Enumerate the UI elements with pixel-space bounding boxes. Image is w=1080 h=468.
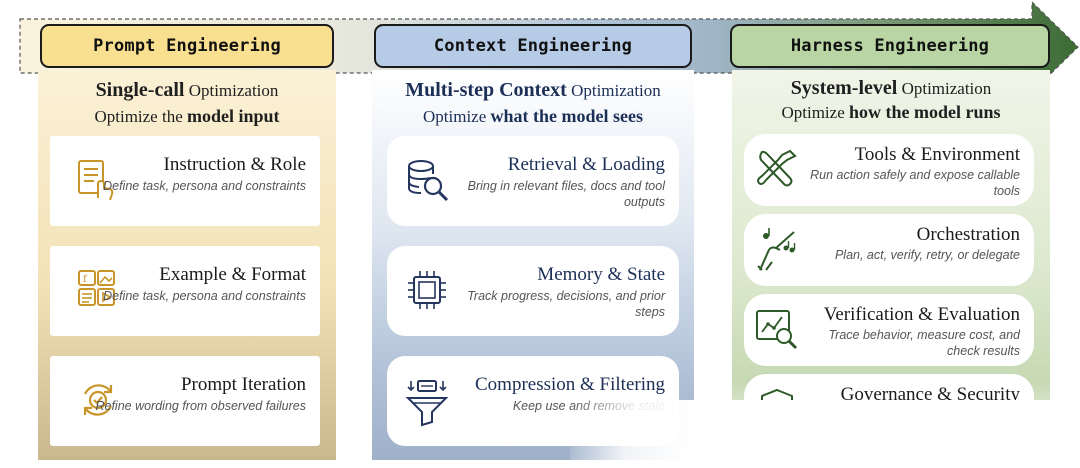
card-memory-state: Memory & State Track progress, decisions… — [387, 246, 679, 336]
card-verification-evaluation: Verification & Evaluation Trace behavior… — [744, 294, 1034, 366]
column-subheading: Optimize the model input — [38, 104, 336, 130]
card-description: Run action safely and expose callable to… — [810, 168, 1020, 198]
subheading-rest: Optimize — [423, 107, 491, 126]
card-title: Memory & State — [537, 264, 665, 285]
database-search-icon — [408, 160, 449, 202]
column-heading: Single-call Optimization — [38, 78, 336, 104]
template-icon: f — [78, 270, 115, 306]
phase-pill-context: Context Engineering — [374, 24, 692, 68]
tools-icon — [757, 149, 797, 187]
card-title: Tools & Environment — [854, 144, 1020, 165]
card-description: Refine wording from observed failures — [95, 399, 306, 413]
card-description: Define task, persona and constraints — [103, 179, 306, 193]
heading-bold: Multi-step Context — [405, 79, 567, 101]
card-tools-environment: Tools & Environment Run action safely an… — [744, 134, 1034, 206]
card-description: Trace behavior, measure cost, and check … — [828, 328, 1020, 358]
conductor-icon — [757, 228, 796, 271]
heading-rest: Optimization — [897, 79, 992, 98]
subheading-bold: model input — [187, 106, 280, 126]
card-title: Prompt Iteration — [180, 374, 306, 395]
heading-rest: Optimization — [566, 81, 661, 100]
card-instruction-role: Instruction & Role Define task, persona … — [50, 136, 320, 226]
card-orchestration: Orchestration Plan, act, verify, retry, … — [744, 214, 1034, 286]
card-description: Bring in relevant files, docs and tool o… — [467, 179, 665, 209]
card-title: Verification & Evaluation — [823, 304, 1020, 325]
svg-text:f: f — [83, 274, 88, 285]
heading-bold: Single-call — [95, 79, 185, 101]
card-title: Governance & Security — [840, 384, 1020, 405]
card-description: Track progress, decisions, and prior ste… — [467, 289, 665, 319]
phase-pill-harness: Harness Engineering — [730, 24, 1050, 68]
subheading-rest: Optimize the — [94, 107, 187, 126]
card-prompt-iteration: Prompt Iteration Refine wording from obs… — [50, 356, 320, 446]
column-subheading: Optimize how the model runs — [732, 100, 1050, 126]
fade-overlay-solid — [732, 400, 1080, 468]
prompt-engineering-column: Single-call Optimization Optimize the mo… — [38, 70, 336, 460]
subheading-bold: what the model sees — [490, 106, 643, 126]
card-title: Instruction & Role — [163, 154, 306, 175]
column-heading: System-level Optimization — [732, 76, 1050, 102]
heading-rest: Optimization — [184, 81, 279, 100]
column-heading: Multi-step Context Optimization — [372, 78, 694, 104]
subheading-rest: Optimize — [781, 103, 849, 122]
card-title: Retrieval & Loading — [507, 154, 665, 175]
iteration-icon — [83, 384, 113, 416]
card-title: Example & Format — [159, 264, 306, 285]
card-title: Orchestration — [916, 224, 1020, 245]
card-retrieval-loading: Retrieval & Loading Bring in relevant fi… — [387, 136, 679, 226]
heading-bold: System-level — [790, 77, 898, 99]
column-subheading: Optimize what the model sees — [372, 104, 694, 130]
instruction-icon — [78, 160, 114, 201]
card-description: Define task, persona and constraints — [103, 289, 306, 303]
harness-engineering-column: System-level Optimization Optimize how t… — [732, 70, 1050, 460]
fade-overlay — [570, 400, 740, 468]
chart-search-icon — [756, 310, 798, 350]
card-description: Plan, act, verify, retry, or delegate — [834, 248, 1020, 262]
subheading-bold: how the model runs — [849, 102, 1001, 122]
funnel-icon — [405, 380, 449, 427]
card-example-format: f Example & Format Define task, persona … — [50, 246, 320, 336]
phase-pill-prompt: Prompt Engineering — [40, 24, 334, 68]
chip-icon — [408, 271, 446, 309]
card-title: Compression & Filtering — [475, 374, 665, 395]
context-engineering-column: Multi-step Context Optimization Optimize… — [372, 70, 694, 460]
